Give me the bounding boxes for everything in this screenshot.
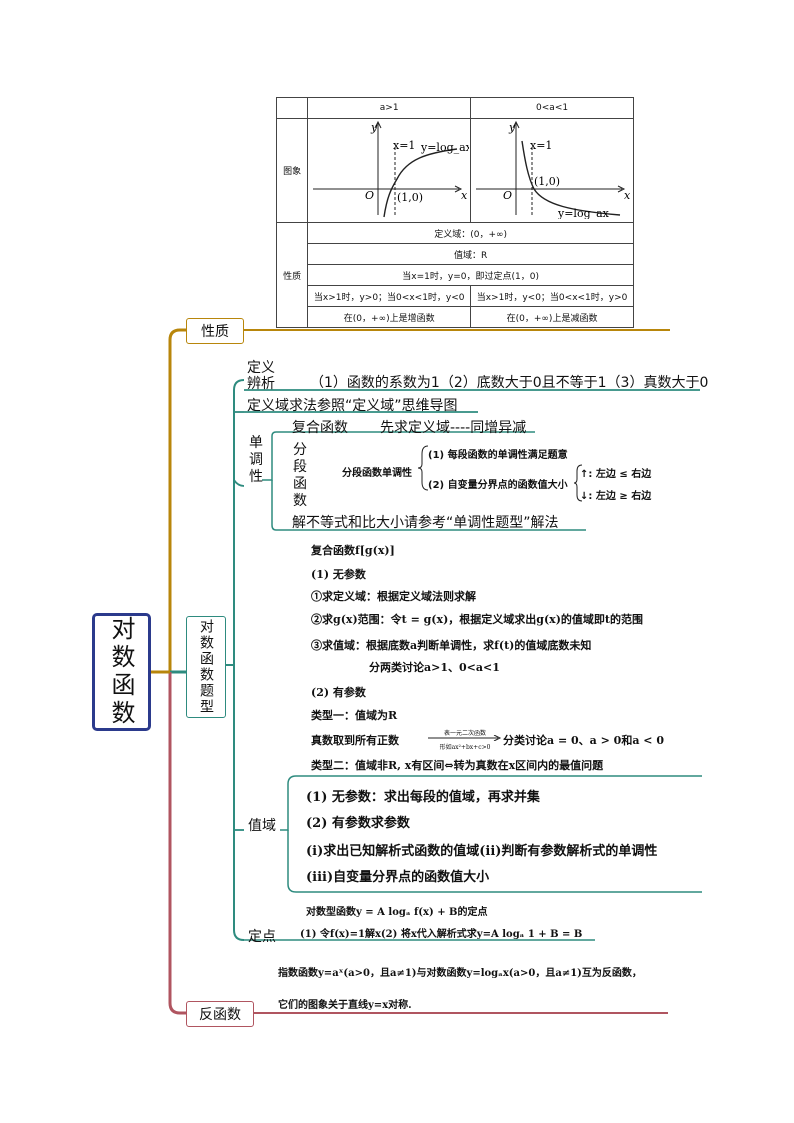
origin-label: O — [503, 189, 512, 202]
composite-title: 复合函数f[g(x)] — [311, 544, 395, 557]
y-axis-label: y — [508, 121, 516, 134]
with-param-heading: (2) 有参数 — [311, 686, 366, 699]
definition-text: （1）函数的系数为1（2）底数大于0且不等于1（3）真数大于0 — [310, 375, 709, 391]
branch-inverse: 反函数 — [186, 1001, 254, 1027]
fixed-point-line-1: 对数型函数y = A logₐ f(x) + B的定点 — [306, 907, 488, 918]
y-axis-label: y — [370, 121, 378, 134]
inequality-reference: 解不等式和比大小请参考“单调性题型”解法 — [292, 515, 559, 531]
x-axis-label: x — [624, 189, 631, 202]
col-header-a-gt-1: a>1 — [307, 97, 472, 119]
branch-question-types-label: 对数函数题型 — [198, 619, 214, 715]
composite-label: 复合函数 — [292, 420, 348, 436]
origin-label: O — [365, 189, 374, 202]
graph-cell-a-gt-1: y x O x=1 (1,0) y=log_ax — [307, 118, 473, 223]
no-param-heading: (1) 无参数 — [311, 568, 366, 581]
range-cell: 值域：R — [307, 243, 634, 265]
sign-cell-a-lt-1: 当x>1时，y<0；当0<x<1时，y>0 — [470, 285, 634, 307]
composite-rule: 先求定义域----同增异减 — [380, 420, 527, 436]
type-2: 类型二：值域非R, x有区间⇔转为真数在x区间内的最值问题 — [311, 759, 604, 772]
properties-table: a>1 0<a<1 图象 y x O x=1 (1,0) y=log_ax — [275, 97, 634, 328]
piecewise-title: 分段函数单调性 — [342, 468, 412, 479]
x-equals-1-label: x=1 — [393, 139, 415, 152]
brace-icon — [574, 464, 583, 502]
definition-label-1: 定义 — [247, 360, 275, 376]
range-line-2: (2) 有参数求参数 — [306, 816, 410, 831]
domain-method: 定义域求法参照“定义域”思维导图 — [247, 398, 458, 414]
domain-cell: 定义域：(0，+∞) — [307, 222, 634, 244]
col-header-a-lt-1: 0<a<1 — [470, 97, 634, 119]
function-label: y=log_ax — [557, 207, 610, 219]
definition-label-2: 辨析 — [247, 376, 275, 392]
decreasing-rule: ↓: 左边 ≥ 右边 — [580, 491, 652, 502]
type-1: 类型一：值域为R — [311, 709, 398, 722]
type-1-arrow-bottom: 形如ax²+bx+c>0 — [439, 744, 491, 751]
fixed-point-label: (1,0) — [534, 175, 560, 188]
range-line-4: (iii)自变量分界点的函数值大小 — [306, 870, 490, 885]
x-equals-1-label: x=1 — [530, 139, 552, 152]
inverse-line-2: 它们的图象关于直线y=x对称. — [278, 1000, 412, 1011]
log-graph-increasing: y x O x=1 (1,0) y=log_ax — [313, 120, 473, 218]
fixed-point-label: (1,0) — [397, 191, 423, 204]
step-1: ①求定义域：根据定义域法则求解 — [311, 590, 476, 603]
branch-properties: 性质 — [186, 318, 244, 344]
sign-cell-a-gt-1: 当x>1时，y>0；当0<x<1时，y<0 — [307, 285, 472, 307]
root-label: 对数函数 — [107, 616, 135, 728]
row-header-graph: 图象 — [275, 118, 309, 223]
range-line-1: (1) 无参数：求出每段的值域，再求并集 — [306, 790, 540, 805]
inverse-line-1: 指数函数y=aˣ(a>0，且a≠1)与对数函数y=logₐx(a>0，且a≠1)… — [278, 968, 642, 979]
range-label: 值域 — [248, 818, 276, 834]
piecewise-cond-2: (2) 自变量分界点的函数值大小 — [428, 480, 568, 491]
step-3-cases: 分两类讨论a>1、0<a<1 — [369, 661, 500, 674]
monotonic-label: 单调性 — [249, 435, 263, 485]
range-line-3: (i)求出已知解析式函数的值域(ii)判断有参数解析式的单调性 — [306, 844, 658, 859]
monotonic-cell-a-lt-1: 在(0，+∞)上是减函数 — [470, 306, 634, 328]
branch-question-types: 对数函数题型 — [186, 616, 226, 718]
branch-properties-label: 性质 — [201, 324, 229, 340]
row-header-properties: 性质 — [275, 222, 309, 328]
type-1-conclusion: 分类讨论a = 0、a > 0和a < 0 — [503, 734, 664, 747]
rose-branch-line — [168, 672, 186, 1015]
log-graph-decreasing: y x O x=1 (1,0) y=log_ax — [476, 120, 631, 220]
piecewise-cond-1: (1) 每段函数的单调性满足题意 — [428, 450, 568, 461]
right-arrow-icon — [428, 735, 502, 741]
fixed-point-line-2: (1) 令f(x)=1解x(2) 将x代入解析式求y=A logₐ 1 + B … — [300, 929, 583, 940]
brace-icon — [418, 445, 429, 491]
branch-inverse-label: 反函数 — [199, 1007, 241, 1023]
monotonic-cell-a-gt-1: 在(0，+∞)上是增函数 — [307, 306, 472, 328]
step-2: ②求g(x)范围：令t = g(x)，根据定义域求出g(x)的值域即t的范围 — [311, 613, 644, 626]
piecewise-label: 分段函数 — [293, 442, 307, 509]
step-3: ③求值域：根据底数a判断单调性，求f(t)的值域底数未知 — [311, 639, 592, 652]
gold-branch-line — [168, 328, 186, 672]
increasing-rule: ↑: 左边 ≤ 右边 — [580, 469, 652, 480]
x-axis-label: x — [461, 189, 468, 202]
function-label: y=log_ax — [420, 141, 469, 154]
type-1-arrow-top: 表一元二次函数 — [443, 730, 486, 737]
type-1-premise: 真数取到所有正数 — [311, 734, 399, 747]
fixed-point-label: 定点 — [248, 929, 276, 945]
fixed-point-cell: 当x=1时，y=0，即过定点(1，0) — [307, 264, 634, 286]
root-node: 对数函数 — [92, 613, 151, 731]
graph-cell-a-lt-1: y x O x=1 (1,0) y=log_ax — [470, 118, 634, 223]
